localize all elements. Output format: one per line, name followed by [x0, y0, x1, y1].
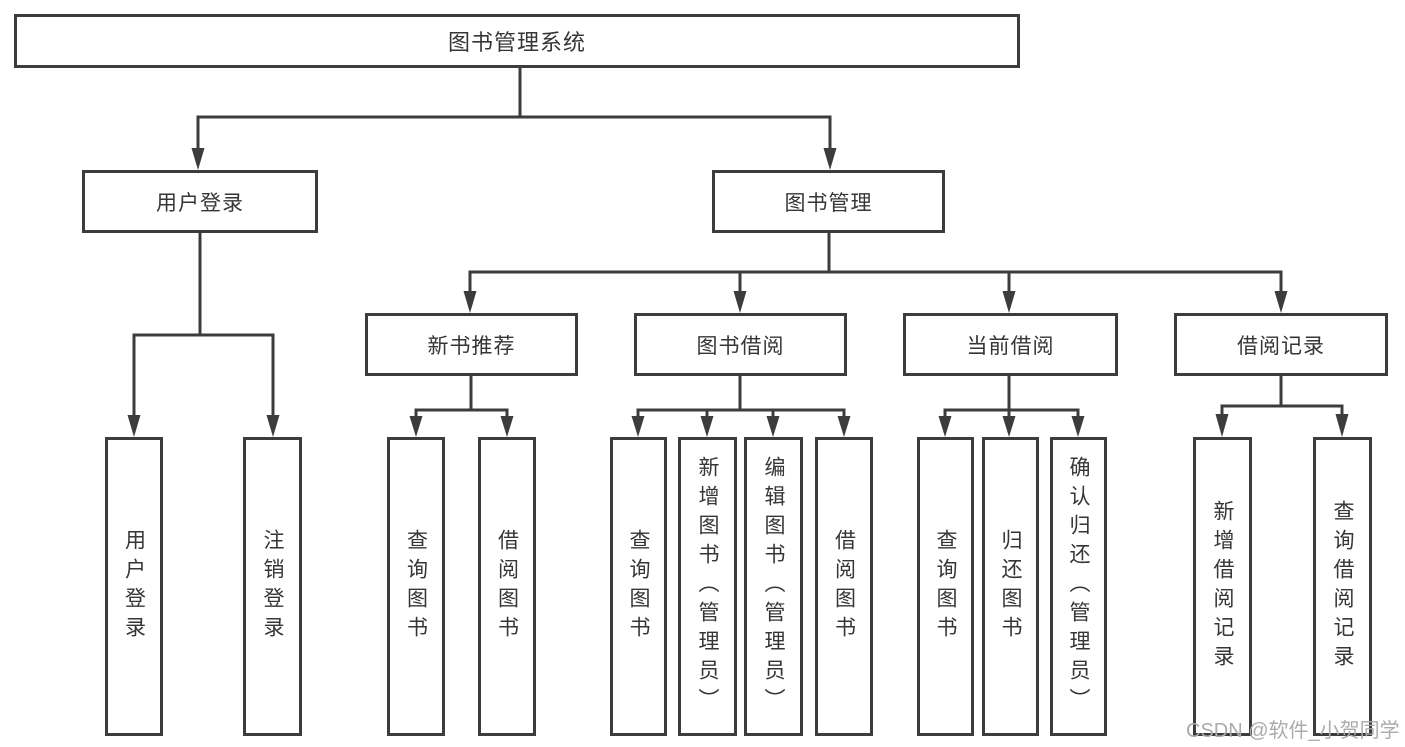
- node-library-management-system: 图书管理系统: [14, 14, 1020, 68]
- connector-new-book-recommend: [409, 376, 514, 437]
- leaf-borrow-books-recommend: 借阅图书: [478, 437, 536, 736]
- down-arrowhead: [837, 416, 851, 437]
- node-label: 用户登录: [156, 191, 244, 215]
- down-arrowhead: [500, 416, 514, 437]
- node-new-book-recommend: 新书推荐: [365, 313, 578, 376]
- down-arrowhead: [700, 416, 714, 437]
- down-arrowhead: [823, 148, 837, 170]
- leaf-user-login: 用户登录: [105, 437, 163, 736]
- leaf-label: 查询图书: [404, 528, 428, 645]
- leaf-add-books-admin: 新增图书（管理员）: [678, 437, 737, 736]
- connector-user-login: [127, 233, 280, 437]
- down-arrowhead: [766, 416, 780, 437]
- down-arrowhead: [631, 416, 645, 437]
- connector-book-management: [463, 233, 1288, 313]
- leaf-borrow-books: 借阅图书: [815, 437, 873, 736]
- down-arrowhead: [1274, 291, 1288, 313]
- down-arrowhead: [733, 291, 747, 313]
- down-arrowhead: [127, 415, 141, 437]
- node-label: 当前借阅: [966, 334, 1055, 358]
- down-arrowhead: [1335, 414, 1349, 437]
- leaf-confirm-return-admin: 确认归还（管理员）: [1050, 437, 1107, 736]
- connector-book-borrow: [631, 376, 851, 437]
- node-label: 图书管理系统: [447, 30, 586, 55]
- connector-borrow-records: [1215, 376, 1349, 437]
- connector-root: [191, 68, 837, 170]
- leaf-label: 借阅图书: [832, 528, 856, 645]
- leaf-edit-books-admin: 编辑图书（管理员）: [744, 437, 803, 736]
- node-label: 新书推荐: [427, 334, 516, 358]
- leaf-label: 确认归还（管理员）: [1067, 456, 1090, 717]
- leaf-label: 归还图书: [999, 528, 1022, 645]
- down-arrowhead: [1215, 414, 1229, 437]
- leaf-label: 查询借阅记录: [1331, 499, 1354, 674]
- node-label: 图书借阅: [696, 334, 785, 358]
- down-arrowhead: [463, 291, 477, 313]
- leaf-query-books-recommend: 查询图书: [387, 437, 445, 736]
- down-arrowhead: [1002, 416, 1016, 437]
- down-arrowhead: [266, 415, 280, 437]
- node-borrow-records: 借阅记录: [1174, 313, 1388, 376]
- leaf-add-borrow-record: 新增借阅记录: [1193, 437, 1252, 736]
- leaf-label: 用户登录: [122, 528, 146, 645]
- leaf-return-books: 归还图书: [982, 437, 1039, 736]
- node-book-borrow: 图书借阅: [634, 313, 847, 376]
- down-arrowhead: [1071, 416, 1085, 437]
- node-label: 图书管理: [784, 191, 873, 215]
- leaf-label: 查询图书: [627, 528, 650, 645]
- leaf-label: 注销登录: [261, 528, 284, 645]
- leaf-label: 编辑图书（管理员）: [762, 456, 785, 717]
- connector-current-borrow: [938, 376, 1085, 437]
- leaf-label: 借阅图书: [495, 528, 519, 645]
- leaf-label: 查询图书: [934, 528, 957, 645]
- leaf-label: 新增图书（管理员）: [696, 456, 719, 717]
- node-user-login: 用户登录: [82, 170, 318, 233]
- leaf-query-books-current: 查询图书: [917, 437, 974, 736]
- node-label: 借阅记录: [1237, 334, 1325, 358]
- down-arrowhead: [191, 148, 205, 170]
- leaf-label: 新增借阅记录: [1211, 499, 1234, 674]
- down-arrowhead: [1002, 291, 1016, 313]
- down-arrowhead: [938, 416, 952, 437]
- csdn-watermark: CSDN @软件_小贺同学: [1186, 720, 1400, 742]
- node-current-borrow: 当前借阅: [903, 313, 1118, 376]
- leaf-logout-login: 注销登录: [243, 437, 302, 736]
- down-arrowhead: [409, 416, 423, 437]
- node-book-management: 图书管理: [712, 170, 945, 233]
- leaf-query-borrow-record: 查询借阅记录: [1313, 437, 1372, 736]
- leaf-query-books-borrow: 查询图书: [610, 437, 667, 736]
